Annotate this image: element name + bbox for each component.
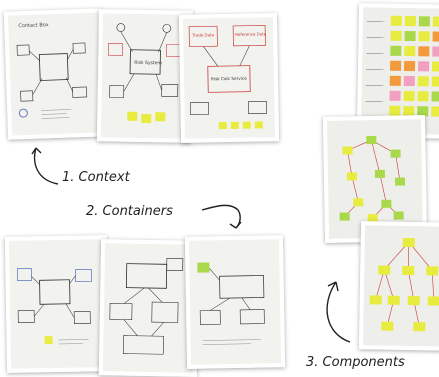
context-risk-calc-diagram: Trade Data Reference Data Risk Calc Serv… (183, 17, 275, 139)
sticky-note (390, 61, 401, 71)
context-whiteboard-diagram: Contact Box (8, 12, 102, 135)
sticky-note (395, 177, 405, 185)
sticky-note (389, 91, 400, 101)
containers-diagram-right (189, 239, 281, 365)
sticky-note (418, 46, 429, 56)
sticky-note (428, 296, 439, 305)
sticky-note (417, 91, 428, 101)
sticky-note (433, 31, 439, 41)
sticky-note (340, 212, 350, 220)
components-caption: 3. Components (306, 355, 405, 370)
containers-diagram-middle (103, 243, 195, 373)
sticky-note (375, 170, 385, 178)
components-arrow (316, 276, 358, 346)
sticky-note (390, 150, 400, 158)
sticky-note (431, 91, 439, 101)
sticky-note (432, 61, 439, 71)
sticky-note (381, 322, 393, 331)
sticky-note (391, 16, 402, 26)
sticky-note (419, 31, 430, 41)
sticky-note (370, 295, 382, 304)
sticky-note (433, 16, 439, 26)
sticky-note (432, 46, 439, 56)
sticky-note (389, 106, 400, 116)
context-mid-center-label: Risk System (134, 60, 162, 66)
containers-photo-left (5, 235, 109, 373)
sticky-note (366, 136, 376, 144)
sticky-note (413, 322, 425, 331)
context-right-title: Risk Calc Service (211, 76, 247, 82)
context-right-trade-label: Trade Data (191, 32, 214, 37)
context-right-ref-label: Reference Data (235, 31, 267, 37)
containers-photo-middle (99, 239, 199, 377)
sticky-note (404, 76, 415, 86)
sticky-note (432, 76, 439, 86)
context-arrow (30, 146, 64, 188)
sticky-note (403, 238, 415, 247)
context-risk-system-diagram: Risk System (101, 13, 189, 138)
sticky-note (378, 265, 390, 274)
containers-caption: 2. Containers (86, 204, 173, 219)
sticky-note (347, 172, 357, 180)
sticky-note (431, 106, 439, 116)
containers-photo-right (185, 235, 285, 369)
sticky-note (404, 46, 415, 56)
sticky-note (408, 296, 420, 305)
context-photo-left: Contact Box (4, 8, 106, 139)
sticky-note (405, 31, 416, 41)
sticky-note (390, 46, 401, 56)
sticky-note (388, 296, 400, 305)
sticky-note (353, 198, 363, 206)
components-tree-board (363, 225, 439, 347)
sticky-note (426, 266, 438, 275)
sticky-note (405, 16, 416, 26)
sticky-note (391, 31, 402, 41)
sticky-note (402, 266, 414, 275)
containers-arrow (200, 200, 246, 234)
context-caption: 1. Context (62, 170, 130, 185)
sticky-note (418, 76, 429, 86)
sticky-note (419, 16, 430, 26)
sticky-note (394, 212, 404, 220)
sticky-note (403, 91, 414, 101)
sticky-note (404, 61, 415, 71)
sticky-note (390, 76, 401, 86)
sticky-note (381, 200, 391, 208)
components-photo-bottom (359, 221, 439, 351)
context-photo-right: Trade Data Reference Data Risk Calc Serv… (179, 13, 279, 143)
context-left-title: Contact Box (18, 22, 49, 29)
containers-diagram-left (9, 239, 105, 369)
sticky-note (418, 61, 429, 71)
sticky-note (342, 146, 352, 154)
